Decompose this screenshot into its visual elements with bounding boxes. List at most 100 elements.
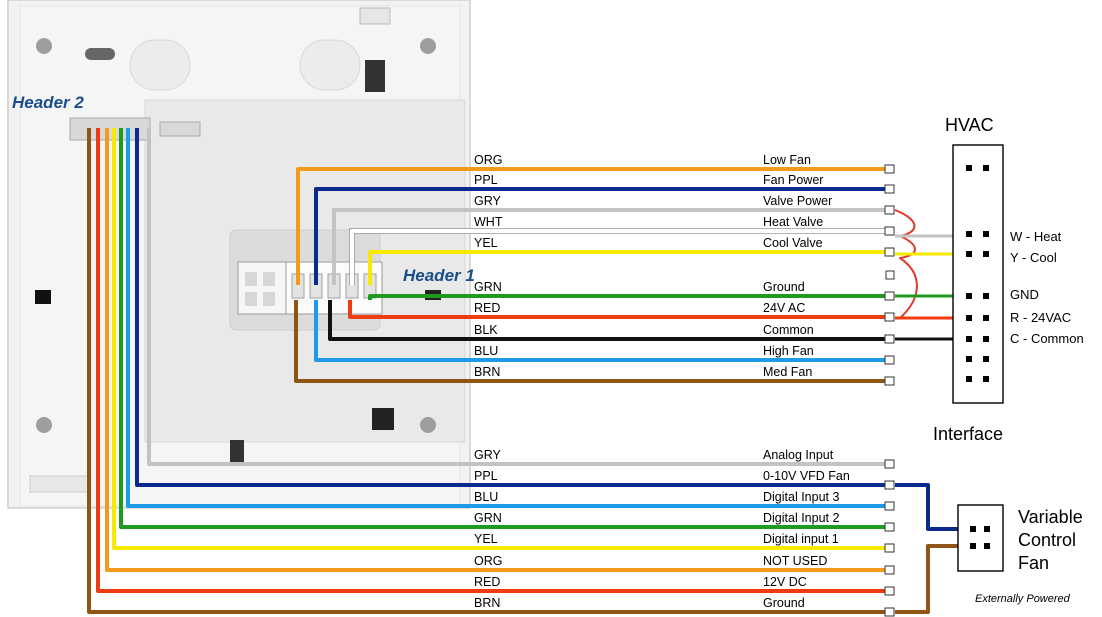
header1-wire-gry-2 [332,208,890,285]
header1-wire-ppl-1 [314,187,890,285]
header1-wire-function: Common [763,323,814,337]
hvac-pin [983,356,989,362]
hvac-terminal-w: W - Heat [1010,229,1062,244]
jumper-wire [894,209,918,319]
hvac-pin [983,231,989,237]
wire-terminal-icon [884,522,895,532]
header1-wire-code: YEL [474,236,498,250]
hvac-interface: HVAC Interface W - Heat Y - Cool GND R -… [885,115,1084,444]
header1-wire-code: GRN [474,280,502,294]
thermostat-backplate [7,0,471,509]
header2-wire-code: GRN [474,511,502,525]
wire-terminal-icon [884,291,895,301]
header1-wire-function: Valve Power [763,194,832,208]
hvac-title: HVAC [945,115,994,135]
header2-wire-function: NOT USED [763,554,827,568]
wire-terminal-icon [884,334,895,344]
wire-terminal-icon [884,312,895,322]
header2-wire-function: 12V DC [763,575,807,589]
header2-wire-code: BRN [474,596,500,610]
fan-link-ground [895,544,968,614]
header2-wire-yel-4 [112,128,890,550]
hvac-terminal-gnd: GND [1010,287,1039,302]
fan-title-line-3: Fan [1018,553,1049,573]
hvac-pin [983,293,989,299]
hvac-pins [885,165,989,382]
header1-wire-code: BLU [474,344,498,358]
header2-wire-code: RED [474,575,500,589]
header2-wire-grn-3 [119,128,890,529]
header1-wire-red-6 [348,300,890,319]
header1-wire-code: WHT [474,215,503,229]
hvac-pin [983,376,989,382]
wire-terminal-icon [884,376,895,386]
hvac-terminal-block [952,144,1004,404]
header2-wire-code: ORG [474,554,502,568]
wire-terminal-icon [884,226,895,236]
wire-terminal-icon [884,184,895,194]
wire-terminal-icon [884,501,895,511]
header1-wire-function: High Fan [763,344,814,358]
wire-terminal-icon [884,480,895,490]
wire-layer [87,128,968,617]
header1-wire-code: PPL [474,173,498,187]
header1-wire-function: Fan Power [763,173,823,187]
hvac-pin [966,376,972,382]
fan-link-signal [895,483,968,531]
header1-wire-code: ORG [474,153,502,167]
wire-terminal-icon [884,565,895,575]
spare-terminal-icon [885,270,895,280]
header1-wire-code: BLK [474,323,498,337]
wire-terminal-icon [884,247,895,257]
hvac-pin [983,165,989,171]
hvac-pin [983,251,989,257]
fan-terminal-block [957,504,1004,572]
wire-terminal-icon [884,607,895,617]
header1-wire-code: GRY [474,194,502,208]
header2-wire-code: BLU [474,490,498,504]
header-2-label: Header 2 [12,93,84,112]
header2-wire-function: Ground [763,596,805,610]
fan-title-line-2: Control [1018,530,1076,550]
header1-wire-function: Med Fan [763,365,812,379]
header2-wire-blu-2 [126,128,890,508]
wire-terminal-icon [884,543,895,553]
header2-wire-function: 0-10V VFD Fan [763,469,850,483]
hvac-pin [966,293,972,299]
header2-wire-brn-7 [87,128,890,614]
hvac-pin [983,336,989,342]
header2-wire-function: Digital Input 3 [763,490,839,504]
header2-wire-gry-0 [147,128,890,466]
header1-wire-blk-7 [328,300,890,341]
header1-wire-code: BRN [474,365,500,379]
wire-terminal-icon [884,586,895,596]
header1-wire-function: Ground [763,280,805,294]
header2-wire-ppl-1 [135,128,890,487]
header2-wire-code: YEL [474,532,498,546]
header1-wire-wht-3 [350,229,890,285]
header1-wire-blu-8 [314,300,890,362]
header2-wire-org-5 [105,128,890,572]
hvac-pin [983,315,989,321]
header-1-label: Header 1 [403,266,475,285]
header1-wire-yel-4 [368,250,890,285]
hvac-pin [966,231,972,237]
wire-terminal-icon [884,205,895,215]
header2-wire-red-6 [96,128,890,593]
variable-control-fan: Variable Control Fan Externally Powered [957,504,1083,605]
hvac-pin [966,315,972,321]
hvac-pin [966,336,972,342]
header1-wire-function: 24V AC [763,301,805,315]
header1-wire-grn-5 [368,294,890,300]
header2-wire-function: Analog Input [763,448,834,462]
wire-terminal-icon [884,459,895,469]
header1-wire-function: Cool Valve [763,236,823,250]
header1-wire-brn-9 [294,300,890,383]
wire-terminal-icon [884,355,895,365]
header1-wire-function: Heat Valve [763,215,823,229]
wire-terminal-icon [884,164,895,174]
header2-wire-function: Digital input 1 [763,532,839,546]
fan-power-note: Externally Powered [975,593,1071,605]
